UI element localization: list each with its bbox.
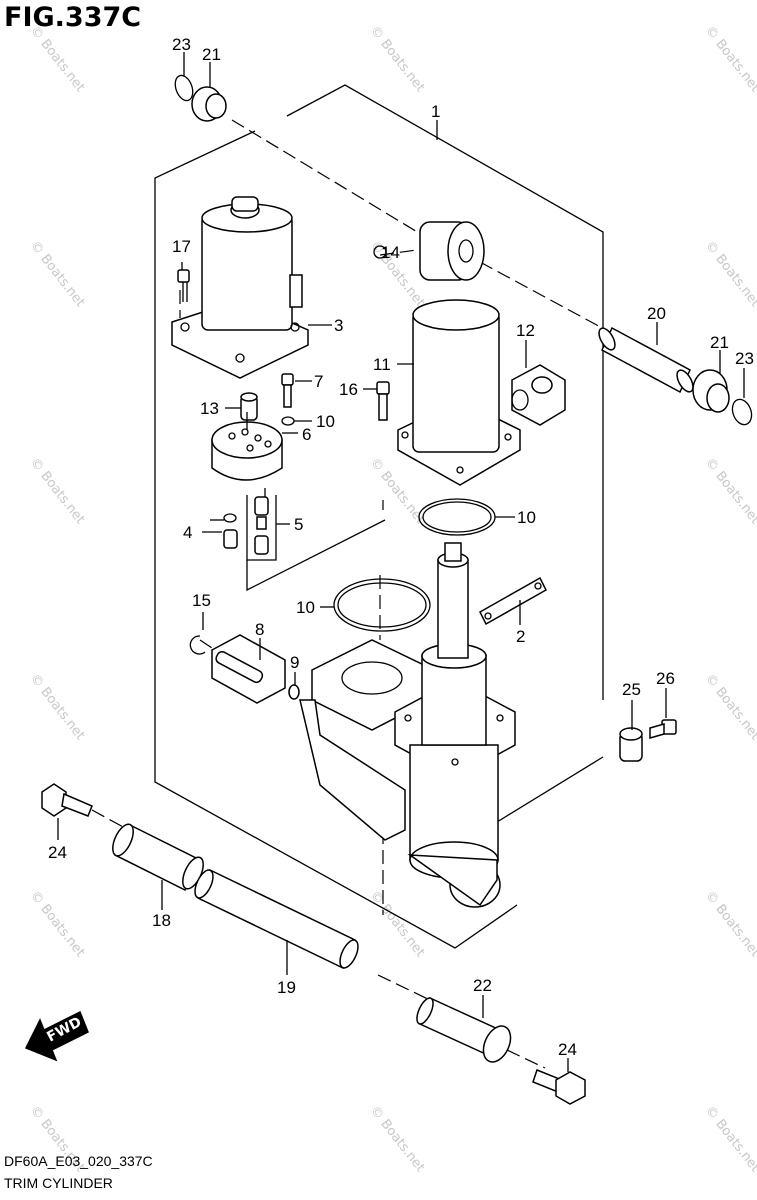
bolt-17 xyxy=(177,269,190,302)
callout-24: 24 xyxy=(558,1040,577,1059)
watermark-text: © Boats.net xyxy=(27,23,88,95)
callout-20: 20 xyxy=(647,304,666,323)
valve-12 xyxy=(511,364,566,426)
callout-26: 26 xyxy=(656,669,675,688)
pin-19 xyxy=(194,868,359,970)
watermark-text: © Boats.net xyxy=(27,671,88,743)
watermark-text: © Boats.net xyxy=(702,1103,757,1175)
figure-title: FIG.337C xyxy=(4,2,142,33)
bushing-14 xyxy=(373,221,485,281)
figure-name: TRIM CYLINDER xyxy=(4,1175,113,1191)
callout-22: 22 xyxy=(473,976,492,995)
callout-numbers: 23 21 1 17 3 7 13 10 6 4 5 14 11 16 12 1… xyxy=(48,35,754,1059)
figure-code: DF60A_E03_020_337C xyxy=(4,1153,153,1169)
watermark-text: © Boats.net xyxy=(27,238,88,310)
circlip-15 xyxy=(189,635,206,655)
bolt-24-left xyxy=(41,783,93,817)
callout-15: 15 xyxy=(192,591,211,610)
leader-lines xyxy=(57,52,745,1072)
callout-2: 2 xyxy=(516,627,525,646)
lower-bolt-axis-right xyxy=(506,1049,546,1069)
callout-7: 7 xyxy=(314,372,323,391)
sleeve-18 xyxy=(112,823,204,892)
callout-8: 8 xyxy=(255,620,264,639)
callout-10: 10 xyxy=(316,412,335,431)
callout-5: 5 xyxy=(294,515,303,534)
pin-20 xyxy=(598,326,694,394)
callout-23: 23 xyxy=(735,349,754,368)
callout-19: 19 xyxy=(277,978,296,997)
lower-pivot-axis xyxy=(377,974,431,1001)
watermark-text: © Boats.net xyxy=(27,455,88,527)
watermark-text: © Boats.net xyxy=(702,238,757,310)
circlip-23-top xyxy=(174,74,194,102)
valve-4 xyxy=(223,513,238,549)
circlip-15-axis xyxy=(199,639,216,651)
fwd-arrow: FWD xyxy=(24,1010,89,1062)
watermark-text: © Boats.net xyxy=(367,23,428,95)
assembly-frame-right xyxy=(286,84,604,700)
callout-24: 24 xyxy=(48,843,67,862)
top-pivot-axis-right xyxy=(479,261,607,331)
callout-12: 12 xyxy=(516,321,535,340)
callout-21: 21 xyxy=(710,333,729,352)
bolt-7 xyxy=(281,373,294,408)
callout-14: 14 xyxy=(381,243,400,262)
assembly-frame-left xyxy=(154,130,518,949)
valve-8 xyxy=(211,634,286,704)
watermark-text: © Boats.net xyxy=(367,888,428,960)
callout-1: 1 xyxy=(431,102,440,121)
callout-23: 23 xyxy=(172,35,191,54)
callout-9: 9 xyxy=(290,653,299,672)
strap-2 xyxy=(479,576,547,626)
bushing-22 xyxy=(416,996,512,1063)
callout-16: 16 xyxy=(339,380,358,399)
collar-25 xyxy=(619,727,643,762)
assembly-frame-lower-right xyxy=(496,756,604,823)
circlip-23-right xyxy=(731,398,753,426)
top-pivot-axis xyxy=(231,119,420,234)
callout-21: 21 xyxy=(202,45,221,64)
watermark-text: © Boats.net xyxy=(702,23,757,95)
watermark-text: © Boats.net xyxy=(27,888,88,960)
bolt-26 xyxy=(649,719,677,739)
callout-18: 18 xyxy=(152,911,171,930)
valve-13 xyxy=(240,392,258,421)
watermarks: © Boats.net © Boats.net © Boats.net © Bo… xyxy=(27,23,757,1175)
reservoir-11 xyxy=(397,299,521,486)
trim-motor-3 xyxy=(171,196,309,379)
callout-6: 6 xyxy=(302,425,311,444)
valve-group-bracket xyxy=(246,519,386,592)
bushing-21-right xyxy=(692,369,730,413)
ball-9 xyxy=(288,684,300,700)
bushing-21-top xyxy=(191,86,227,122)
callout-25: 25 xyxy=(622,680,641,699)
callout-13: 13 xyxy=(200,399,219,418)
bolt-16 xyxy=(376,381,390,421)
oring-10-large xyxy=(333,578,431,632)
valve-5 xyxy=(246,495,277,561)
bolt-24-right xyxy=(532,1069,586,1105)
callout-4: 4 xyxy=(183,523,192,542)
oring-10-medium xyxy=(418,498,496,536)
oring-10-small xyxy=(281,416,295,426)
watermark-text: © Boats.net xyxy=(702,671,757,743)
trim-cylinder-body xyxy=(299,542,516,908)
callout-10: 10 xyxy=(296,598,315,617)
callout-10: 10 xyxy=(517,508,536,527)
watermark-text: © Boats.net xyxy=(367,1103,428,1175)
callout-3: 3 xyxy=(334,316,343,335)
watermark-text: © Boats.net xyxy=(702,888,757,960)
lower-bolt-axis xyxy=(91,809,126,829)
callout-11: 11 xyxy=(373,355,391,374)
callout-17: 17 xyxy=(172,237,191,256)
pump-body-6 xyxy=(211,412,283,481)
watermark-text: © Boats.net xyxy=(702,455,757,527)
